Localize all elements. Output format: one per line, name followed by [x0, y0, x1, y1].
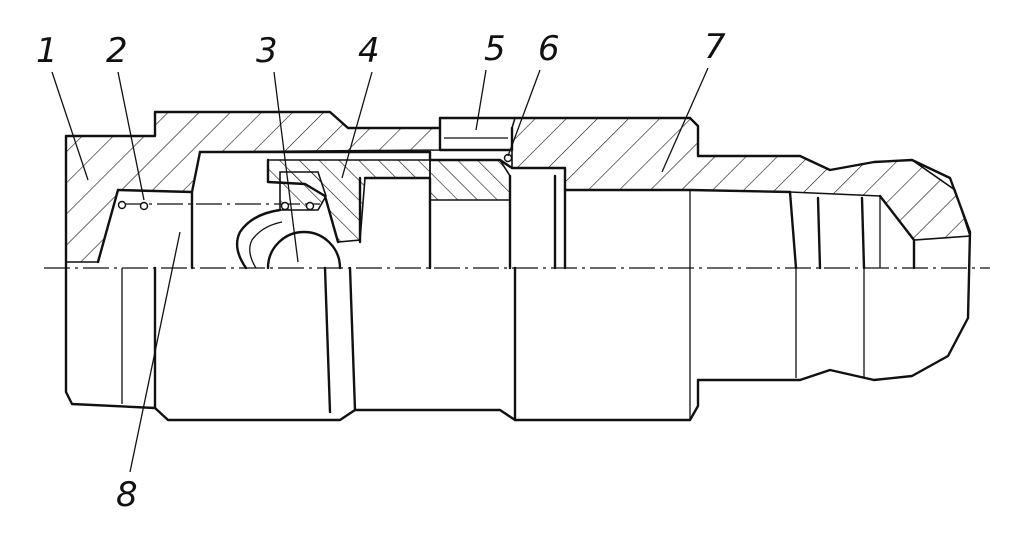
- callout-3: 3: [256, 31, 278, 71]
- body-section-hatched: [65, 111, 972, 263]
- callout-6: 6: [538, 29, 560, 69]
- spring-coil-marks: [117, 153, 513, 211]
- part-outlines: [64, 110, 972, 422]
- callout-7: 7: [704, 27, 726, 67]
- leader-lines: [51, 67, 709, 473]
- callout-4: 4: [358, 31, 380, 71]
- callout-2: 2: [106, 31, 128, 71]
- callout-labels: 1 2 3 4 5 6 7 8: [36, 27, 726, 515]
- callout-1: 1: [36, 31, 58, 71]
- callout-8: 8: [116, 475, 138, 515]
- callout-5: 5: [484, 29, 506, 69]
